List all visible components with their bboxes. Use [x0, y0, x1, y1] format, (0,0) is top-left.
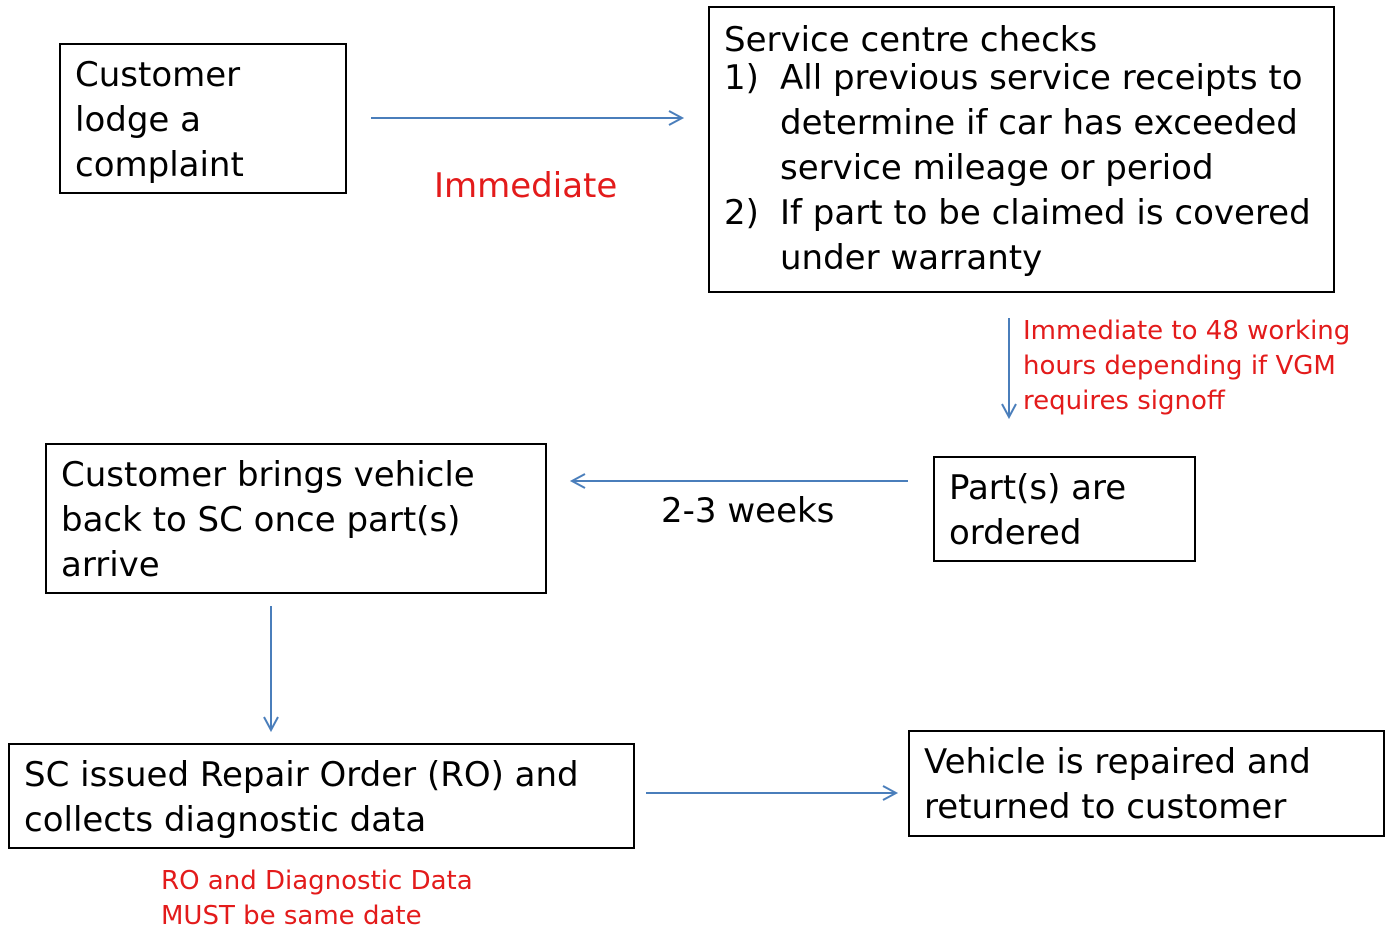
arrow-bring-back-to-repair-order [263, 606, 279, 733]
item-text-line: All previous service receipts to [780, 58, 1303, 98]
parts-ordered-box: Part(s) are ordered [933, 456, 1196, 562]
immediate-label: Immediate [434, 164, 617, 209]
signoff-label-line: hours depending if VGM [1023, 351, 1336, 381]
same-date-note: RO and Diagnostic Data MUST be same date [161, 864, 473, 934]
service-checks-list: 1) All previous service receipts to dete… [724, 56, 1319, 281]
weeks-label-text: 2-3 weeks [661, 491, 835, 531]
arrow-parts-to-bring-back [569, 473, 908, 489]
item-text-line: determine if car has exceeded [780, 103, 1298, 143]
signoff-label-line: requires signoff [1023, 386, 1225, 416]
arrow-repair-order-to-repaired [646, 785, 899, 801]
repaired-text-line: Vehicle is repaired and [924, 742, 1311, 782]
item-number: 1) [724, 58, 759, 98]
repair-order-text-line: collects diagnostic data [24, 800, 427, 840]
same-date-note-line: RO and Diagnostic Data [161, 866, 473, 896]
bring-back-box: Customer brings vehicle back to SC once … [45, 443, 547, 594]
signoff-label-line: Immediate to 48 working [1023, 316, 1351, 346]
repaired-box: Vehicle is repaired and returned to cust… [908, 730, 1385, 837]
service-checks-box: Service centre checks 1) All previous se… [708, 6, 1335, 293]
bring-back-text-line: back to SC once part(s) [61, 500, 461, 540]
service-checks-heading: Service centre checks [724, 20, 1098, 60]
bring-back-text-line: Customer brings vehicle [61, 455, 475, 495]
arrow-complaint-to-checks [371, 110, 685, 126]
repair-order-text-line: SC issued Repair Order (RO) and [24, 755, 579, 795]
complaint-text-line: lodge a [75, 100, 201, 140]
service-checks-item: 2) If part to be claimed is covered unde… [724, 191, 1319, 281]
bring-back-text-line: arrive [61, 545, 160, 585]
item-text-line: under warranty [780, 238, 1043, 278]
service-checks-item: 1) All previous service receipts to dete… [724, 56, 1319, 191]
repaired-text-line: returned to customer [924, 787, 1287, 827]
complaint-box: Customer lodge a complaint [59, 43, 347, 194]
item-text-line: If part to be claimed is covered [780, 193, 1311, 233]
repair-order-box: SC issued Repair Order (RO) and collects… [8, 743, 635, 849]
immediate-label-text: Immediate [434, 166, 618, 206]
item-text-line: service mileage or period [780, 148, 1214, 188]
signoff-timing-label: Immediate to 48 working hours depending … [1023, 314, 1350, 419]
parts-ordered-text-line: Part(s) are [949, 468, 1127, 508]
same-date-note-line: MUST be same date [161, 901, 422, 931]
parts-ordered-text-line: ordered [949, 513, 1082, 553]
weeks-label: 2-3 weeks [661, 489, 834, 534]
arrow-checks-to-parts [1001, 318, 1017, 420]
complaint-text-line: complaint [75, 145, 244, 185]
complaint-text-line: Customer [75, 55, 241, 95]
item-number: 2) [724, 193, 759, 233]
